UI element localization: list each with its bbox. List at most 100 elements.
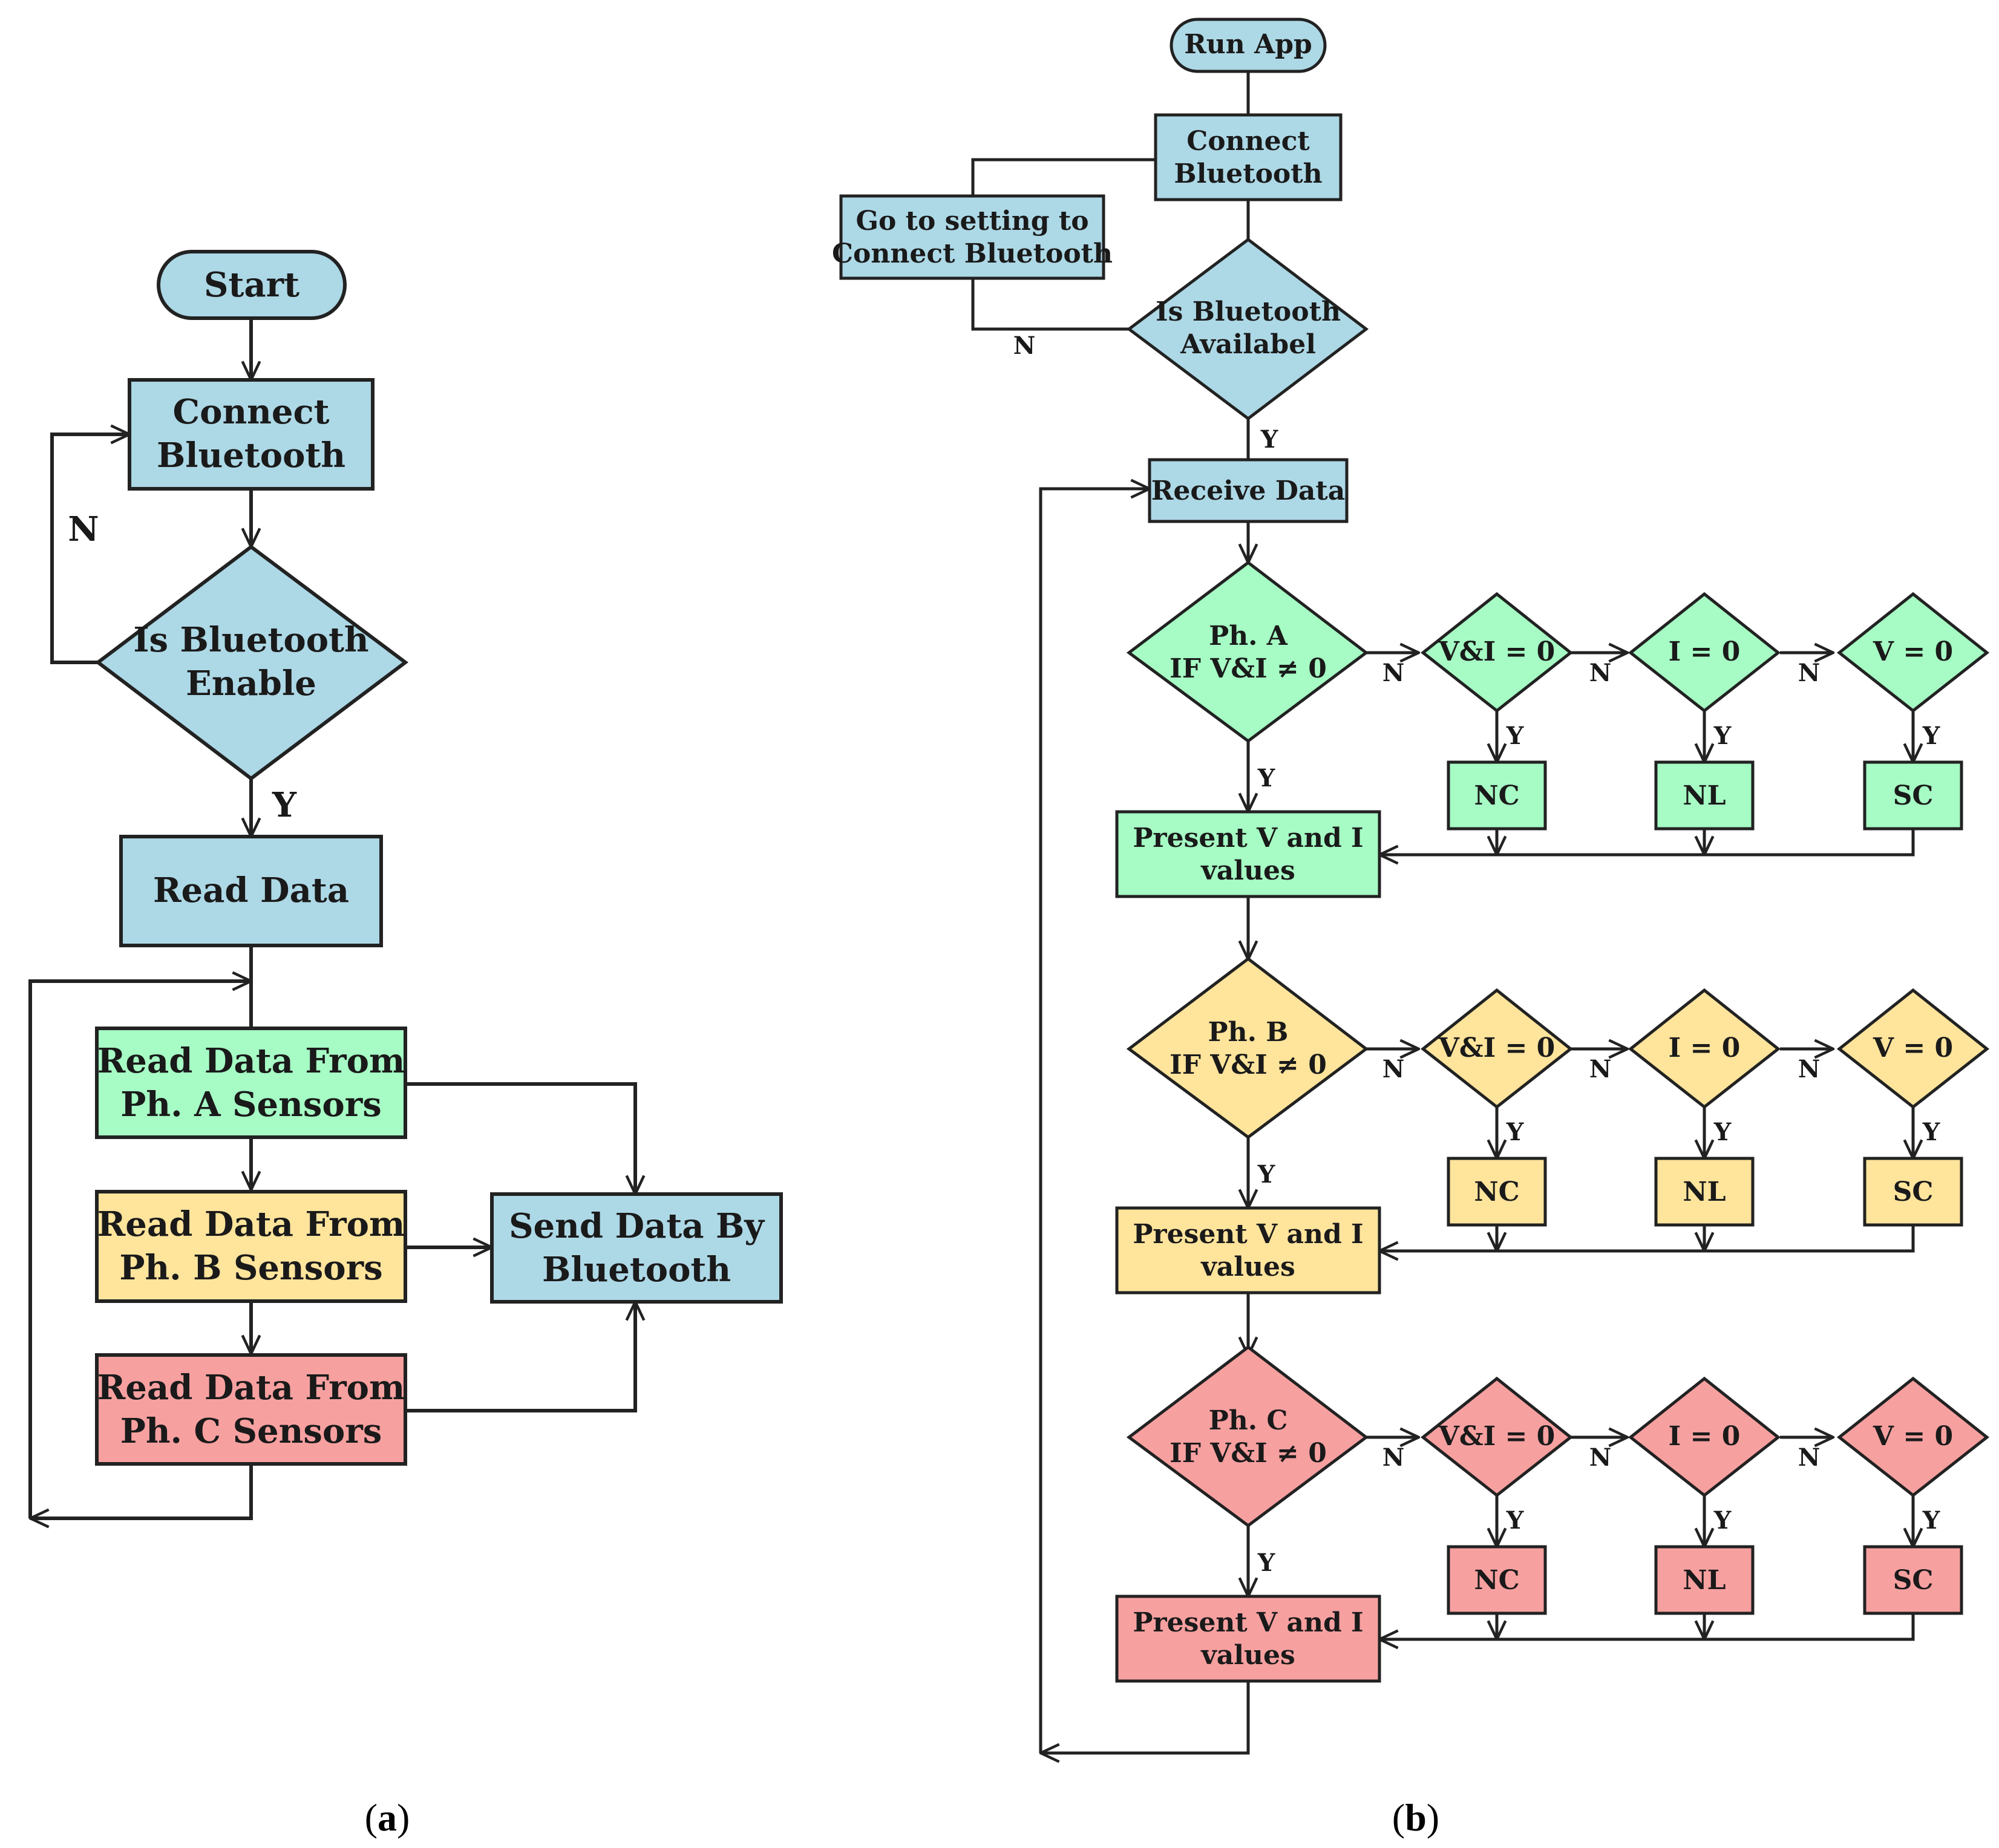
phase-b-condition: IF V&I ≠ 0 — [1170, 1050, 1327, 1080]
phase-b-check-3-label: V = 0 — [1873, 1033, 1953, 1063]
phase-c-decision: Ph. CIF V&I ≠ 0 — [1126, 1345, 1369, 1528]
phase-b-y-label-main: Y — [1257, 1160, 1275, 1189]
flowchart-a-connectors — [28, 318, 635, 1518]
phase-a-present-line2: values — [1200, 855, 1295, 886]
avail-line2: Availabel — [1180, 329, 1316, 360]
start-label: Start — [204, 265, 299, 305]
read-data-label: Read Data — [153, 870, 349, 910]
send-line2: Bluetooth — [542, 1250, 731, 1290]
phase-c-check-3: V = 0 — [1836, 1376, 1990, 1498]
phase-b-check-3: V = 0 — [1836, 988, 1990, 1109]
phase-a-decision: Ph. AIF V&I ≠ 0 — [1126, 560, 1369, 743]
phase-a-check-2: I = 0 — [1628, 592, 1781, 713]
phase-a-check-1: V&I = 0 — [1420, 592, 1574, 713]
phase-c-check-2-label: I = 0 — [1669, 1421, 1741, 1452]
receive-label: Receive Data — [1151, 475, 1345, 506]
phase-a-result-2-label: NL — [1683, 780, 1726, 811]
phase-a-result-2: NL — [1654, 760, 1755, 831]
read-phase-c-box: Read Data From Ph. C Sensors — [95, 1353, 407, 1466]
goto-line2: Connect Bluetooth — [832, 238, 1113, 269]
phase-c-y-label-main: Y — [1257, 1549, 1275, 1577]
phase-b-result-3: SC — [1863, 1157, 1963, 1227]
phase-b-y-label-2: Y — [1713, 1118, 1732, 1146]
phase-a-result-3: SC — [1863, 760, 1963, 831]
phase-c-present-line1: Present V and I — [1133, 1607, 1363, 1638]
phase-a-condition: IF V&I ≠ 0 — [1170, 653, 1327, 684]
phase-c-y-label-3: Y — [1922, 1506, 1940, 1535]
read-phase-b-box: Read Data From Ph. B Sensors — [95, 1190, 407, 1303]
read-b-line2: Ph. B Sensors — [119, 1248, 382, 1288]
b-connect-bluetooth-box: Connect Bluetooth — [1154, 113, 1343, 201]
phase-a-n-label-1: N — [1382, 659, 1405, 687]
b-connect-line2: Bluetooth — [1174, 158, 1322, 189]
phase-a-row: Ph. AIF V&I ≠ 0 V&I = 0 I = 0 V = 0 NC NL SC Pr… — [1115, 560, 1990, 959]
phase-c-check-3-label: V = 0 — [1873, 1421, 1953, 1452]
run-app-node: Run App — [1170, 18, 1327, 73]
caption-a: (a) — [365, 1796, 410, 1839]
phase-a-n-label-2: N — [1589, 659, 1612, 687]
phase-a-present-line1: Present V and I — [1133, 823, 1363, 854]
phase-b-result-1: NC — [1447, 1157, 1547, 1227]
goto-line1: Go to setting to — [856, 206, 1088, 237]
phase-rows: Ph. AIF V&I ≠ 0 V&I = 0 I = 0 V = 0 NC NL SC Pr… — [1115, 560, 1990, 1683]
connect-label-line2: Bluetooth — [157, 436, 345, 475]
phase-a-connectors — [1248, 653, 1913, 959]
phase-b-y-label-1: Y — [1506, 1118, 1524, 1146]
phase-b-check-1: V&I = 0 — [1420, 988, 1574, 1109]
phase-b-result-2-label: NL — [1683, 1177, 1726, 1207]
phase-c-result-3-label: SC — [1893, 1565, 1934, 1596]
phase-b-result-1-label: NC — [1474, 1177, 1519, 1207]
phase-a-y-label-2: Y — [1713, 722, 1732, 750]
phase-c-check-2: I = 0 — [1628, 1376, 1781, 1498]
phase-a-n-label-3: N — [1798, 659, 1821, 687]
phase-a-result-1: NC — [1447, 760, 1547, 831]
phase-b-n-label-2: N — [1589, 1055, 1612, 1083]
phase-c-present-line2: values — [1200, 1640, 1295, 1671]
phase-b-row: Ph. BIF V&I ≠ 0 V&I = 0 I = 0 V = 0 NC NL SC Pr… — [1115, 956, 1990, 1356]
read-data-box: Read Data — [119, 835, 383, 947]
phase-c-check-1: V&I = 0 — [1420, 1376, 1574, 1498]
phase-b-present-line1: Present V and I — [1133, 1219, 1363, 1250]
enable-label-line1: Is Bluetooth — [133, 620, 368, 660]
phase-c-n-label-3: N — [1798, 1443, 1821, 1472]
phase-a-check-3-label: V = 0 — [1873, 636, 1953, 667]
run-app-label: Run App — [1184, 29, 1312, 60]
phase-b-check-2-label: I = 0 — [1669, 1033, 1741, 1063]
phase-c-connectors — [1248, 1437, 1913, 1639]
phase-b-connectors — [1248, 1049, 1913, 1356]
is-bluetooth-available-decision: Is Bluetooth Availabel — [1126, 237, 1369, 421]
phase-a-check-2-label: I = 0 — [1669, 636, 1741, 667]
connect-label-line1: Connect — [173, 392, 330, 432]
phase-b-result-2: NL — [1654, 1157, 1755, 1227]
b-n-label: N — [1013, 331, 1036, 360]
read-phase-a-box: Read Data From Ph. A Sensors — [95, 1027, 407, 1139]
phase-b-check-1-label: V&I = 0 — [1438, 1033, 1556, 1063]
phase-c-result-3: SC — [1863, 1545, 1963, 1615]
go-to-settings-box: Go to setting to Connect Bluetooth — [832, 194, 1113, 280]
read-c-line1: Read Data From — [97, 1368, 405, 1408]
phase-a-check-3: V = 0 — [1836, 592, 1990, 713]
phase-c-n-label-2: N — [1589, 1443, 1612, 1472]
flowchart-b-connectors — [971, 71, 1248, 1753]
phase-b-check-2: I = 0 — [1628, 988, 1781, 1109]
read-a-line2: Ph. A Sensors — [120, 1085, 381, 1125]
receive-data-box: Receive Data — [1148, 458, 1349, 523]
send-data-box: Send Data By Bluetooth — [490, 1192, 783, 1304]
enable-label-line2: Enable — [186, 664, 316, 704]
phase-c-condition: IF V&I ≠ 0 — [1170, 1438, 1327, 1469]
phase-a-y-label-1: Y — [1506, 722, 1524, 750]
send-line1: Send Data By — [509, 1206, 765, 1246]
phase-c-check-1-label: V&I = 0 — [1438, 1421, 1556, 1452]
flowchart-a: Start Connect Bluetooth Is Bluetooth Ena… — [28, 250, 783, 1839]
phase-b-title: Ph. B — [1208, 1017, 1289, 1048]
avail-line1: Is Bluetooth — [1156, 296, 1341, 327]
phase-c-y-label-2: Y — [1713, 1506, 1732, 1535]
phase-c-result-1: NC — [1447, 1545, 1547, 1615]
phase-c-title: Ph. C — [1209, 1405, 1288, 1436]
phase-c-result-1-label: NC — [1474, 1565, 1519, 1596]
